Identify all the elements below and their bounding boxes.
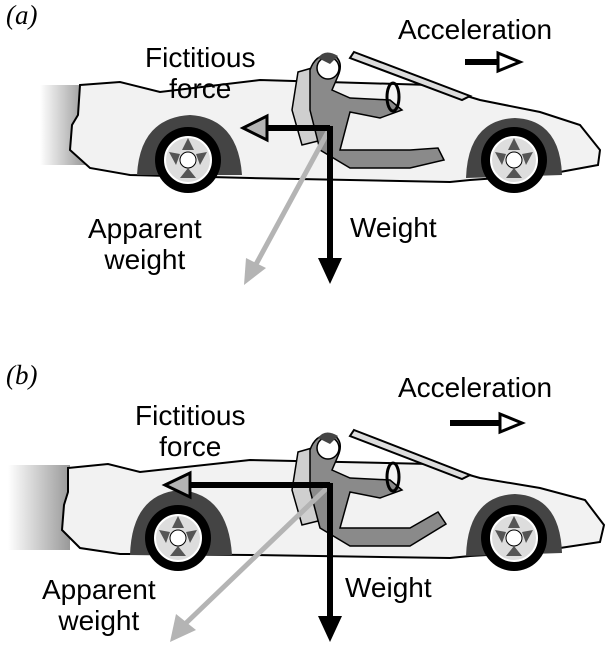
apparent-weight-label: Apparent weight [42,574,156,636]
weight-label: Weight [345,572,432,603]
apparent-weight-label-line2: weight [104,244,186,275]
motion-blur [8,465,70,550]
fictitious-force-label-line2: force [159,431,222,462]
fictitious-force-label: Fictitious force [135,400,245,462]
panel-a: (a) Acceleration Fictitious force Appare… [0,0,608,300]
fictitious-force-arrow [239,113,330,143]
apparent-weight-label-line1: Apparent [42,574,156,605]
acceleration-arrow [450,411,526,435]
fictitious-force-label-line2: force [169,73,232,104]
weight-label: Weight [350,212,437,243]
acceleration-label: Acceleration [398,14,553,45]
car-scene-a [40,50,602,285]
weight-arrow [318,126,342,284]
apparent-weight-arrow [170,483,332,642]
car-scene-b [8,411,606,642]
fictitious-force-label-line1: Fictitious [145,42,256,73]
apparent-weight-label: Apparent weight [88,213,202,275]
fictitious-force-label-line1: Fictitious [135,400,246,431]
driver [309,52,446,169]
windshield [348,428,473,481]
windshield [348,50,473,102]
panel-label-b: (b) [6,360,38,390]
apparent-weight-label-line1: Apparent [88,213,202,244]
driver [309,432,448,547]
apparent-weight-arrow [244,126,333,285]
rear-wheel [145,505,211,571]
apparent-weight-label-line2: weight [58,605,140,636]
front-wheel [481,505,547,571]
weight-arrow [318,483,342,642]
acceleration-label: Acceleration [398,372,553,403]
acceleration-arrow [465,50,524,74]
fictitious-force-label: Fictitious force [145,42,255,104]
fictitious-force-arrow [161,470,330,500]
panel-label-a: (a) [6,0,38,30]
panel-b: (b) Acceleration Fictitious force Appare… [0,360,608,646]
front-wheel [481,127,547,193]
rear-wheel [155,127,221,193]
